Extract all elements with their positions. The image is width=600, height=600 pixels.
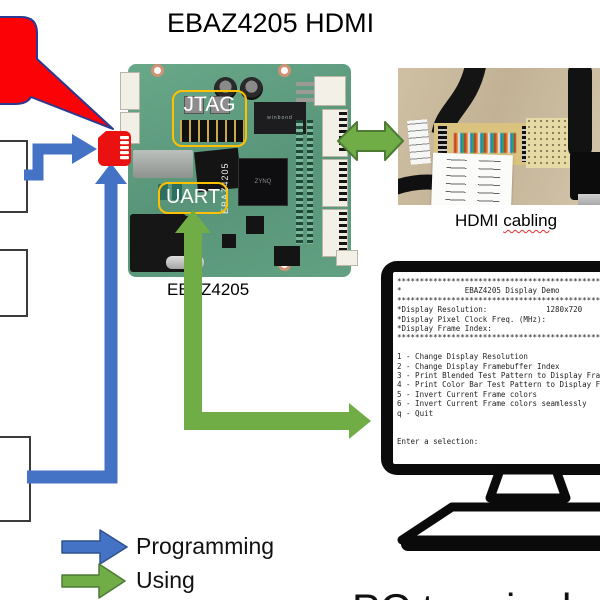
connector-left — [120, 72, 140, 110]
callout-shape — [0, 16, 114, 130]
bottom-caption: PC terminal — [352, 585, 571, 600]
ic-chip — [274, 246, 300, 266]
flow-box-2 — [0, 249, 28, 317]
power-connector — [314, 76, 346, 106]
hdmi-cabling-photo — [398, 68, 600, 205]
photo-caption-word2: cabling — [503, 211, 558, 230]
ic-chip — [222, 234, 236, 248]
programming-arrow-box3-to-sd — [27, 163, 127, 484]
terminal-output: ****************************************… — [397, 277, 600, 446]
monitor-stand — [397, 465, 600, 551]
legend-using-arrow — [61, 563, 126, 599]
pin-column — [307, 120, 313, 244]
mount-hole — [278, 64, 291, 77]
photo-caption: HDMI cabling — [455, 211, 557, 231]
small-connector — [336, 250, 358, 266]
legend-programming-arrow — [61, 529, 128, 565]
jtag-highlight-box: JTAG — [172, 90, 247, 147]
uart-label: UART — [165, 186, 221, 208]
pin-label-paper — [401, 114, 437, 170]
flow-box-1 — [0, 140, 28, 213]
legend-using-label: Using — [136, 567, 195, 593]
legend-programming-label: Programming — [136, 533, 275, 559]
zynq-chip-label: ZYNQ — [254, 179, 272, 185]
connector-pin — [296, 90, 314, 94]
winbond-chip-label: winbond — [267, 115, 293, 121]
colored-wires — [454, 133, 516, 153]
zynq-soc-chip: ZYNQ — [238, 158, 288, 206]
monitor-screen: ****************************************… — [393, 272, 600, 464]
sd-card-slot — [133, 150, 193, 178]
page-title: EBAZ4205 HDMI — [167, 8, 375, 38]
jtag-label: JTAG — [183, 93, 236, 116]
connector-left — [120, 112, 140, 144]
photo-caption-word1: HDMI — [455, 211, 499, 230]
prototype-board — [526, 118, 576, 168]
connector-pin — [296, 98, 314, 102]
jtag-pin-header — [180, 120, 244, 142]
ebaz4205-board-image: winbond ZYNQ EBAZ4205 JTAG UART — [120, 64, 358, 277]
hdmi-plug-metal — [578, 194, 600, 205]
pin-column — [296, 120, 303, 244]
component — [158, 184, 168, 200]
hdmi-cable — [568, 68, 592, 158]
programming-arrow-box1-to-sd — [24, 134, 97, 181]
hdmi-plug — [570, 152, 600, 200]
mount-hole — [151, 64, 164, 77]
component — [172, 184, 182, 200]
edge-connector — [322, 109, 348, 157]
ic-chip — [246, 216, 264, 234]
edge-connector — [322, 159, 348, 207]
pinout-note-paper — [431, 152, 513, 205]
connector-pin — [296, 82, 314, 86]
crystal-oscillator — [166, 256, 204, 269]
pin-header — [438, 126, 447, 162]
board-caption: EBAZ4205 — [167, 280, 250, 299]
inductor — [184, 96, 204, 114]
uart-highlight-box: UART — [158, 182, 228, 214]
flow-box-3 — [0, 436, 31, 522]
inductor — [210, 96, 230, 114]
capacitor — [214, 77, 237, 100]
ic-chip — [186, 216, 198, 228]
